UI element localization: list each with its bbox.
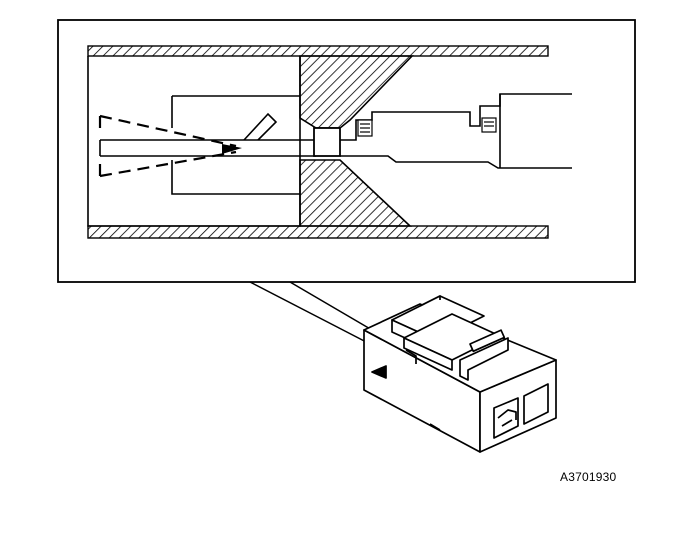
figure-reference-code: A3701930: [560, 470, 617, 484]
latch: [459, 337, 509, 381]
connector-housing: [363, 295, 557, 453]
cross-section-detail: [87, 45, 572, 239]
lock-wedge-lower: [299, 159, 413, 227]
wire-crimp: [340, 93, 572, 169]
terminal-blade: [99, 95, 316, 195]
lock-wedge-upper: [299, 55, 414, 129]
deflection-indicator: [98, 114, 237, 178]
housing-wall-bottom: [87, 225, 549, 239]
detail-frame: [57, 19, 636, 283]
arrow-head: [222, 144, 242, 154]
crimp-tabs: [357, 117, 497, 137]
callout-leader-lines: [249, 281, 373, 346]
inner-cavity: [87, 56, 301, 227]
housing-wall-top: [87, 45, 549, 57]
retainer-block: [313, 127, 341, 157]
